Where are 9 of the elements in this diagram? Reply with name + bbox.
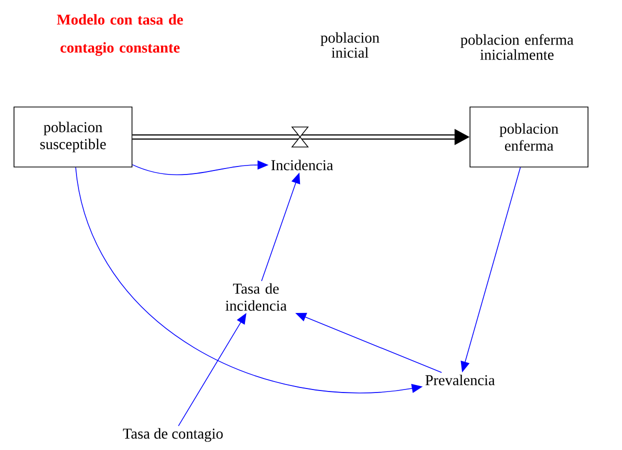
variable-label: poblacion inicial	[320, 32, 380, 58]
title: Modelo con tasa de contagio constante	[56, 14, 183, 56]
variable-label: Prevalencia	[425, 374, 495, 386]
variable-label: poblacion enferma inicialmente	[460, 34, 574, 60]
stock-box: poblacion susceptible	[14, 106, 132, 168]
variable-label: Incidencia	[271, 160, 334, 170]
variable-label: Tasa de incidencia	[226, 283, 287, 311]
stock-box: poblacion enferma	[470, 106, 588, 168]
variable-label: Tasa de contagio	[122, 428, 223, 442]
